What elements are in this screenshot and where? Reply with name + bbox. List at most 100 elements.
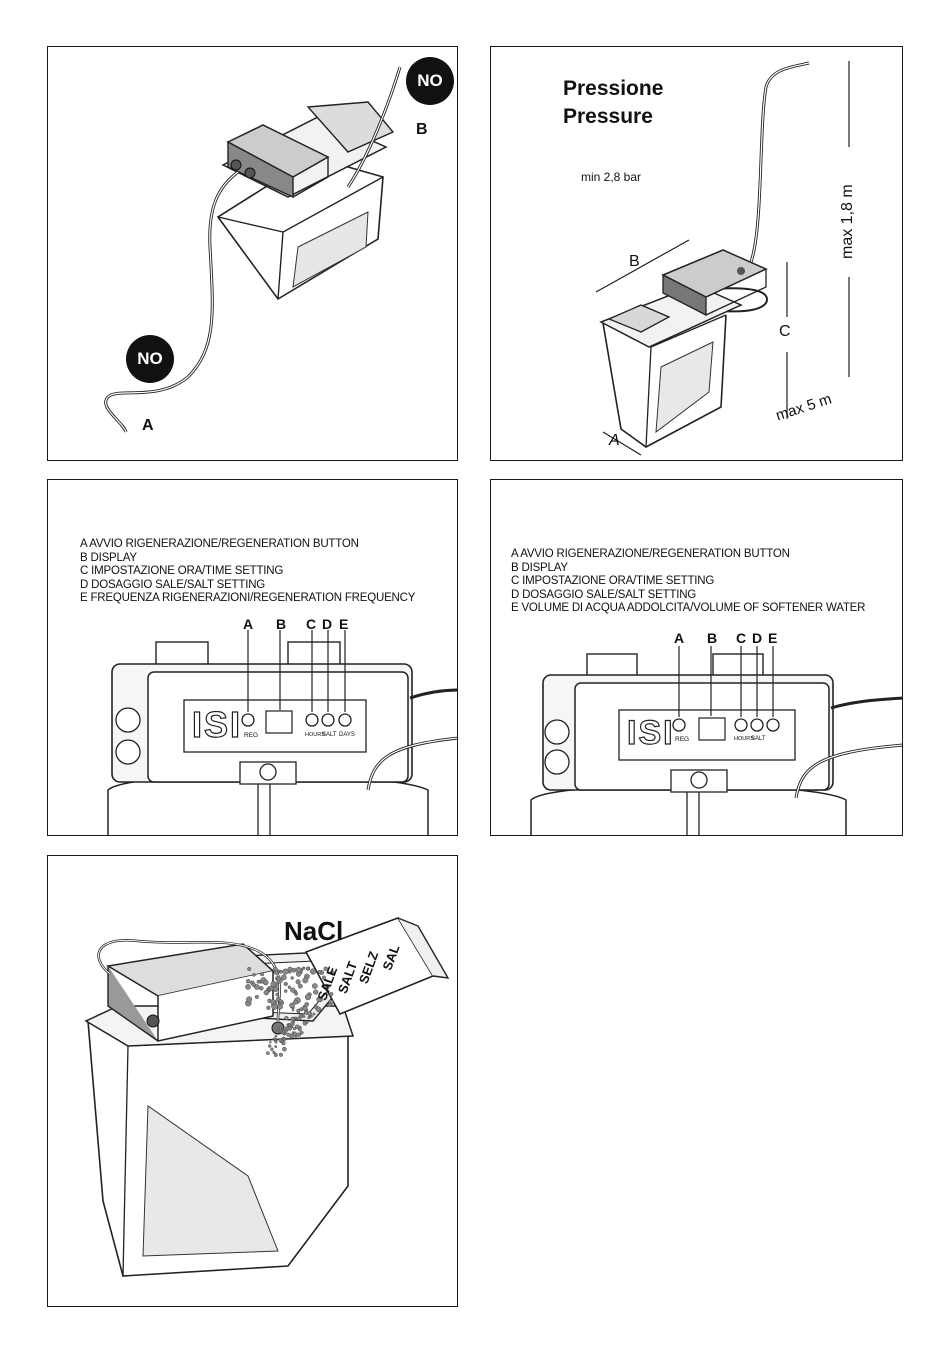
brand-logo-text: ISI: [191, 703, 243, 745]
salt-grain: [304, 994, 312, 1001]
legend-item-a: A AVVIO RIGENERAZIONE/REGENERATION BUTTO…: [80, 538, 359, 550]
salt-grain: [276, 976, 281, 981]
salt-grain: [283, 982, 288, 986]
salt-grain: [295, 979, 301, 985]
salt-grain: [251, 982, 256, 987]
salt-grain: [270, 999, 276, 1005]
legend-item-d: D DOSAGGIO SALE/SALT SETTING: [80, 578, 266, 591]
callout-letter-b: B: [707, 630, 718, 646]
callout-letter-a: A: [674, 630, 685, 646]
salt-grain: [302, 1015, 306, 1019]
salt-grain: [282, 968, 289, 975]
salt-grain: [292, 1020, 296, 1024]
salt-grain: [245, 984, 251, 990]
salt-grain: [278, 1037, 283, 1042]
callout-letter-d: D: [322, 616, 333, 632]
salt-grain: [300, 1031, 304, 1035]
callout-letter-c: C: [306, 616, 317, 632]
salt-grain: [266, 1051, 270, 1055]
salt-grain: [301, 966, 306, 971]
salt-grain: [315, 1006, 322, 1013]
brand-logo-text: ISI: [626, 713, 675, 752]
callout-letter-d: D: [752, 630, 763, 646]
button-label-salt: SALT: [751, 736, 766, 742]
salt-grain: [272, 966, 278, 972]
salt-grain: [296, 1032, 302, 1037]
salt-grain: [305, 966, 310, 971]
softener-hose-illustration: [104, 66, 402, 433]
salt-grain: [282, 1029, 286, 1033]
salt-grain: [269, 1040, 272, 1044]
salt-grain: [292, 1027, 296, 1031]
no-badge-top: NO: [406, 57, 454, 105]
control-head-diagram: [107, 630, 457, 835]
dimension-label-b: B: [629, 253, 640, 270]
salt-grain: [307, 1011, 312, 1017]
panel-controls-volume: A AVVIO RIGENERAZIONE/REGENERATION BUTTO…: [490, 479, 903, 836]
callout-letter-c: C: [736, 630, 747, 646]
min-pressure-label: min 2,8 bar: [581, 170, 642, 184]
salt-grain: [298, 1027, 302, 1032]
salt-grain: [282, 1037, 286, 1042]
volume-legend: A AVVIO RIGENERAZIONE/REGENERATION BUTTO…: [511, 548, 865, 616]
salt-grain: [262, 979, 269, 986]
salt-grain: [290, 976, 294, 980]
salt-grain: [274, 1034, 278, 1038]
salt-grain: [286, 1032, 291, 1037]
control-head-diagram-volume: [530, 646, 902, 835]
label-hose-b: B: [416, 121, 428, 138]
salt-grain: [296, 1008, 301, 1013]
panel-salt-filling: NaCl SALE SALT SELZ SAL: [47, 855, 458, 1307]
button-label-reg: REG: [675, 736, 690, 743]
salt-grain: [305, 1020, 309, 1025]
salt-grain: [329, 970, 335, 976]
legend-item-d: D DOSAGGIO SALE/SALT SETTING: [511, 588, 697, 601]
salt-grain: [297, 983, 303, 989]
label-hose-a: A: [142, 417, 154, 434]
salt-grain: [259, 986, 264, 991]
salt-grain: [294, 1016, 298, 1020]
salt-grain: [290, 987, 296, 993]
button-label-salt: SALT: [322, 732, 337, 738]
nacl-formula: NaCl: [284, 916, 344, 946]
panel-controls-frequency: A AVVIO RIGENERAZIONE/REGENERATION BUTTO…: [47, 479, 458, 836]
salt-grain: [246, 996, 253, 1003]
salt-grain: [316, 996, 322, 1003]
salt-grain: [275, 992, 280, 997]
dimension-label-a: A: [609, 432, 620, 449]
legend-item-c: C IMPOSTAZIONE ORA/TIME SETTING: [511, 575, 715, 588]
legend-item-e: E VOLUME DI ACQUA ADDOLCITA/VOLUME OF SO…: [511, 602, 866, 615]
button-label-hours: HOURS: [305, 732, 325, 738]
salt-grain: [313, 989, 319, 995]
salt-grain: [295, 966, 302, 973]
pressure-title-it: Pressione: [563, 77, 664, 100]
callout-letter-b: B: [276, 616, 287, 632]
legend-item-e: E FREQUENZA RIGENERAZIONI/REGENERATION F…: [80, 592, 416, 605]
salt-grain: [289, 1002, 295, 1009]
salt-grain: [280, 974, 287, 981]
max-height-label: max 1,8 m: [839, 184, 856, 259]
salt-grain: [282, 1046, 287, 1052]
salt-grain: [302, 1005, 308, 1011]
salt-grain: [266, 1005, 271, 1010]
legend-item-b: B DISPLAY: [80, 551, 137, 564]
button-label-days: DAYS: [339, 732, 355, 738]
salt-grain: [273, 1052, 278, 1057]
salt-grain: [245, 979, 251, 984]
button-label-reg: REG: [244, 732, 259, 739]
salt-grain: [312, 1012, 316, 1016]
salt-grain: [291, 1009, 295, 1012]
salt-grain: [284, 1016, 289, 1021]
salt-grains: [245, 966, 335, 1057]
legend-item-a: A AVVIO RIGENERAZIONE/REGENERATION BUTTO…: [511, 548, 790, 560]
salt-grain: [287, 985, 292, 990]
salt-grain: [274, 1045, 278, 1049]
panel-pressure-requirements: Pressione Pressure min 2,8 bar max 1,8 m…: [490, 46, 903, 461]
salt-grain: [260, 972, 265, 977]
salt-grain: [310, 968, 317, 975]
salt-grain: [263, 989, 270, 996]
panel-installation-hoses: NO NO A B: [47, 46, 458, 461]
salt-grain: [272, 986, 279, 992]
salt-grain: [292, 999, 298, 1005]
salt-grain: [304, 1002, 310, 1007]
